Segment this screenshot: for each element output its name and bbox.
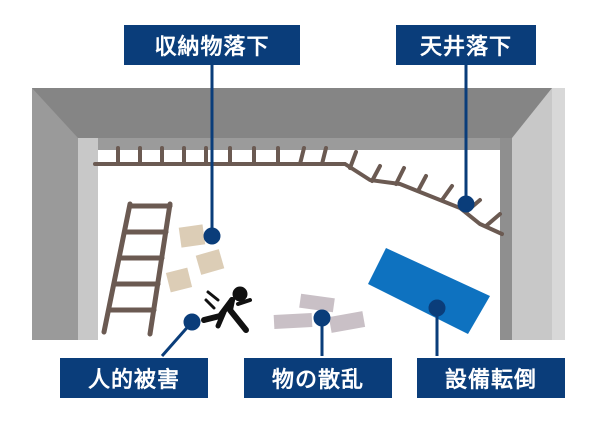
right-wall-inner: [500, 138, 512, 340]
right-wall-outer: [512, 88, 552, 340]
anchor-equipment: [428, 299, 446, 317]
room-frame: [32, 88, 565, 340]
falling-box: [195, 249, 225, 275]
anchor-human-injury: [183, 313, 201, 331]
right-wall-accent: [552, 88, 565, 340]
label-scattered-objects: 物の散乱: [244, 358, 392, 398]
toppled-equipment-icon: [368, 248, 490, 334]
ceiling-top-beam: [32, 88, 552, 138]
scattered-debris: [273, 293, 366, 333]
falling-boxes: [165, 224, 225, 293]
falling-box: [165, 267, 193, 293]
ceiling-grid: [93, 146, 504, 236]
debris-piece: [299, 293, 335, 313]
label-human-injury: 人的被害: [60, 358, 208, 398]
left-wall-inner: [78, 138, 98, 340]
ladder-icon: [101, 201, 173, 337]
label-storage-fall: 収納物落下: [124, 25, 300, 65]
label-equipment-toppling: 設備転倒: [417, 358, 565, 398]
ceiling-grid-teeth: [116, 146, 502, 228]
leader-lines: [160, 64, 475, 357]
falling-person-icon: [201, 286, 252, 333]
anchor-storage-fall: [203, 227, 221, 245]
label-ceiling-fall: 天井落下: [396, 25, 536, 65]
ceiling-top-beam-inner: [78, 138, 512, 150]
falling-box: [178, 224, 206, 248]
debris-piece: [273, 313, 313, 329]
debris-piece: [328, 311, 366, 333]
anchor-scattered: [313, 309, 331, 327]
left-wall-outer: [32, 88, 78, 340]
anchor-ceiling-fall: [457, 195, 475, 213]
